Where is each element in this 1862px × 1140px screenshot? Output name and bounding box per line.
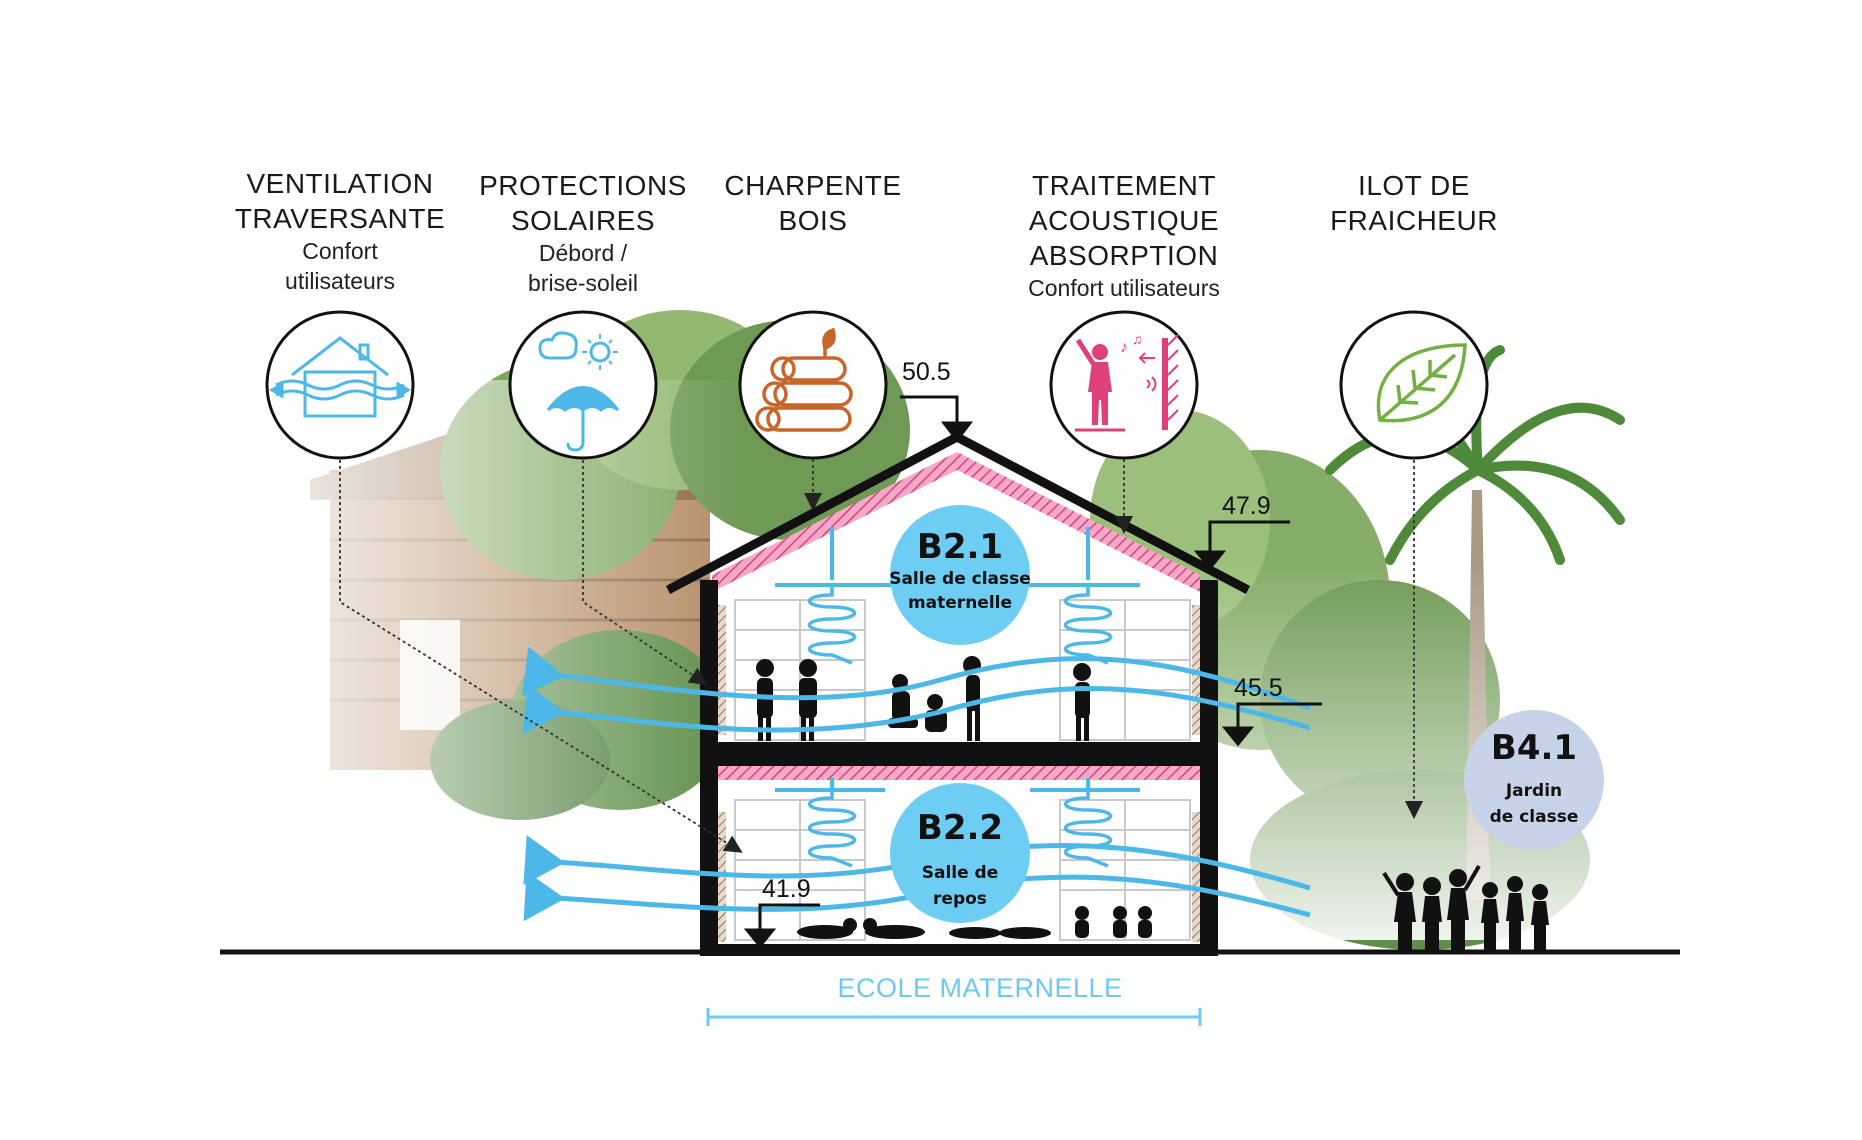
leader-lines bbox=[339, 448, 1423, 853]
feature-title: FRAICHEUR bbox=[1330, 205, 1498, 236]
feature-wood-frame: CHARPENTE BOIS bbox=[673, 168, 953, 238]
feature-solar-protection: PROTECTIONS SOLAIRES Débord / brise-sole… bbox=[443, 168, 723, 298]
room-code-b41: B4.1 bbox=[1490, 728, 1578, 768]
level-eave: 47.9 bbox=[1222, 492, 1271, 520]
feature-subtitle: Confort utilisateurs bbox=[1028, 275, 1220, 301]
footer-dimension bbox=[706, 1008, 1202, 1026]
room-name-line: Jardin bbox=[1505, 781, 1563, 801]
feature-subtitle: Confort bbox=[302, 238, 378, 264]
feature-cool-island: ILOT DE FRAICHEUR bbox=[1294, 168, 1534, 238]
room-name-b21: Salle de classe maternelle bbox=[880, 567, 1040, 615]
room-bubble-b21[interactable] bbox=[890, 505, 1030, 645]
feature-subtitle: utilisateurs bbox=[285, 268, 395, 294]
garden-children-silhouettes bbox=[1382, 864, 1549, 950]
room-name-b41: Jardin de classe bbox=[1454, 778, 1614, 830]
feature-title: TRAVERSANTE bbox=[234, 203, 446, 234]
room-bubble-b41[interactable] bbox=[1464, 710, 1604, 850]
background-scenery bbox=[180, 310, 1720, 950]
building-section bbox=[665, 431, 1251, 956]
feature-title: PROTECTIONS bbox=[479, 170, 687, 201]
svg-text:♫: ♫ bbox=[1132, 331, 1143, 347]
room-name-line: Salle de classe bbox=[889, 569, 1031, 589]
level-markers bbox=[743, 395, 1322, 949]
ceiling-insulation bbox=[718, 766, 1200, 780]
level-first-floor: 45.5 bbox=[1234, 674, 1283, 702]
feature-subtitle: Débord / bbox=[538, 240, 628, 266]
room-code-b22: B2.2 bbox=[916, 808, 1004, 848]
feature-title: CHARPENTE bbox=[724, 170, 902, 201]
airflow-upper-1[interactable] bbox=[522, 646, 1311, 711]
svg-text:♪: ♪ bbox=[1120, 339, 1128, 356]
house-ventilation-icon bbox=[269, 336, 411, 418]
feature-title: VENTILATION bbox=[246, 168, 434, 199]
feature-title: TRAITEMENT ACOUSTIQUE bbox=[1028, 170, 1220, 236]
umbrella-sun-icon bbox=[538, 331, 620, 452]
intermediate-floor bbox=[700, 742, 1218, 766]
feature-acoustic: TRAITEMENT ACOUSTIQUE ABSORPTION Confort… bbox=[934, 168, 1314, 303]
feature-title: SOLAIRES bbox=[510, 205, 656, 236]
feature-title: BOIS bbox=[778, 205, 848, 236]
room-name-line: repos bbox=[933, 889, 987, 909]
icon-circles bbox=[265, 310, 1489, 460]
room-name-line: Salle de bbox=[921, 863, 999, 883]
feature-subtitle: brise-soleil bbox=[528, 270, 638, 296]
feature-title: ABSORPTION bbox=[1029, 240, 1219, 271]
ground-slab bbox=[700, 944, 1218, 956]
leaf-icon bbox=[1376, 343, 1467, 423]
acoustic-person-icon: ♪ ♫ bbox=[1075, 331, 1179, 432]
feature-title: ILOT DE bbox=[1358, 170, 1470, 201]
level-ridge: 50.5 bbox=[902, 358, 951, 386]
room-code-b21: B2.1 bbox=[916, 527, 1004, 567]
wood-logs-icon bbox=[755, 327, 853, 432]
room-name-line: de classe bbox=[1489, 807, 1579, 827]
room-bubble-b22[interactable] bbox=[890, 783, 1030, 923]
room-name-line: maternelle bbox=[907, 593, 1013, 613]
room-name-b22: Salle de repos bbox=[880, 860, 1040, 912]
airflow-upper-2[interactable] bbox=[522, 684, 1311, 734]
children-silhouettes-lower bbox=[797, 906, 1152, 939]
building-label: ECOLE MATERNELLE bbox=[837, 973, 1123, 1003]
level-ground-floor: 41.9 bbox=[762, 875, 811, 903]
feature-ventilation: VENTILATION TRAVERSANTE Confort utilisat… bbox=[200, 166, 480, 296]
